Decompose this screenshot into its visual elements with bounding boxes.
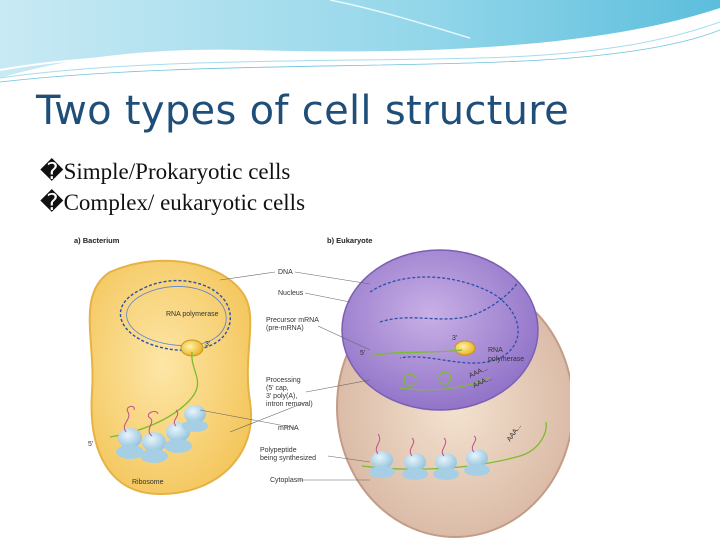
label-precursor-mrna-1: Precursor mRNA <box>266 317 319 324</box>
label-processing-2: (5' cap, <box>266 385 289 392</box>
label-rna-polymerase-b-2: polymerase <box>488 356 524 363</box>
bullet-marker: � <box>40 159 64 184</box>
bullet-marker: � <box>40 190 64 215</box>
cell-structure-figure: a) Bacterium b) Eukaryote <box>70 232 570 540</box>
label-nucleus: Nucleus <box>278 290 304 297</box>
label-3-prime-b: 3' <box>452 335 457 342</box>
label-processing-4: intron removal) <box>266 401 313 408</box>
label-5-prime-a: 5' <box>88 441 93 448</box>
eukaryote-cell: 5' 3' RNA polymerase AAA... AAA... AAA..… <box>336 249 570 538</box>
bullet-eukaryotic: �Complex/ eukaryotic cells <box>40 187 305 218</box>
bullet-text: Simple/Prokaryotic cells <box>63 159 291 184</box>
label-3-prime-a: 3' <box>205 341 210 348</box>
bacterium-cell: RNA polymerase 3' 5' <box>88 259 253 496</box>
label-rna-polymerase-b-1: RNA <box>488 347 503 354</box>
ribosome-group-b <box>369 433 490 480</box>
bullet-text: Complex/ eukaryotic cells <box>63 190 306 215</box>
label-polypeptide-1: Polypeptide <box>260 447 297 454</box>
label-polypeptide-2: being synthesized <box>260 455 316 462</box>
label-mrna: mRNA <box>278 425 299 432</box>
center-labels: DNA Nucleus Precursor mRNA (pre-mRNA) Pr… <box>132 269 319 486</box>
label-precursor-mrna-2: (pre-mRNA) <box>266 325 304 332</box>
bullet-list: �Simple/Prokaryotic cells �Complex/ euka… <box>40 156 305 218</box>
label-ribosome: Ribosome <box>132 479 164 486</box>
label-processing-1: Processing <box>266 377 301 384</box>
header-wave-decoration <box>0 0 720 83</box>
bullet-prokaryotic: �Simple/Prokaryotic cells <box>40 156 305 187</box>
label-rna-polymerase-a: RNA polymerase <box>166 311 219 318</box>
nucleus <box>341 249 539 411</box>
leader-lines <box>199 271 371 481</box>
ribosome-group-a <box>116 405 208 463</box>
label-cytoplasm: Cytoplasm <box>270 477 303 484</box>
panel-a-title: a) Bacterium <box>74 236 120 245</box>
panel-b-title: b) Eukaryote <box>327 236 372 245</box>
label-dna: DNA <box>278 269 293 276</box>
label-processing-3: 3' poly(A), <box>266 393 297 400</box>
slide-title: Two types of cell structure <box>36 88 570 134</box>
label-5-prime-b: 5' <box>360 350 365 357</box>
